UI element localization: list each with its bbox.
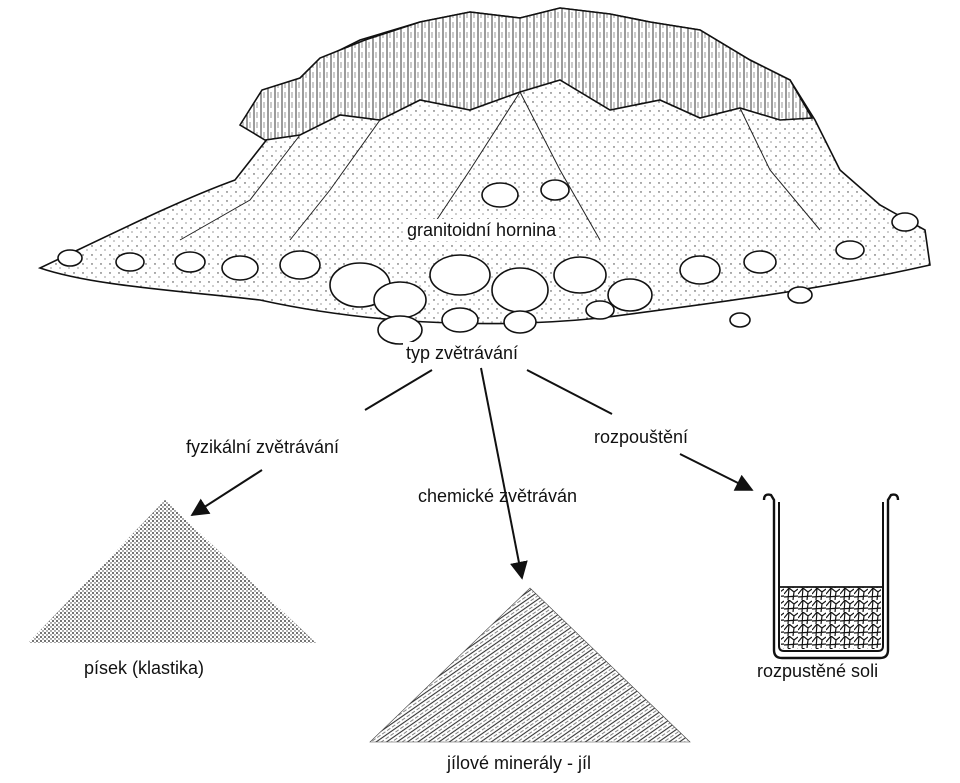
cliff-face [238,7,814,141]
label-granitoid-rock: granitoidní hornina [404,219,560,241]
arrow-chemical [480,367,528,580]
branch-line-physical [364,369,433,411]
label-physical-weathering: fyzikální zvětrávání [186,437,340,457]
label-dissolution: rozpouštění [594,427,689,447]
arrow-physical [190,469,263,516]
beaker-outer [762,493,900,660]
label-weathering-type: typ zvětrávání [403,342,522,364]
label-chemical-weathering: chemické zvětráván [418,486,578,506]
sand-pile [28,500,316,643]
branch-line-dissolution [526,369,613,415]
branch-arrows [190,367,754,580]
boulders [57,179,919,345]
beaker-inner [778,502,884,652]
label-dissolved-salts: rozpustěné soli [757,661,879,681]
slope-gullies [179,91,821,241]
label-sand: písek (klastika) [84,658,205,678]
granite-mountain [37,7,931,345]
arrow-dissolution [679,453,754,491]
salt-crystals [781,587,881,649]
label-clay-minerals: jílové minerály - jíl [447,753,592,773]
clay-pile [369,587,691,743]
beaker [762,493,900,660]
